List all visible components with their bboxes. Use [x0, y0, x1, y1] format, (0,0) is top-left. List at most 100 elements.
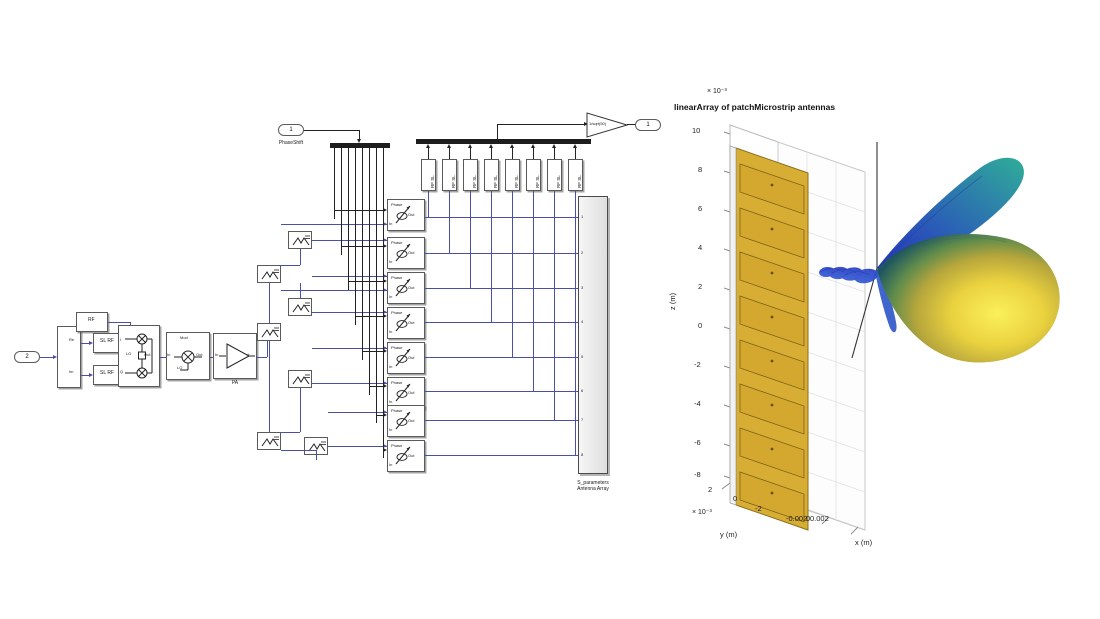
wire [81, 343, 89, 344]
y-tick-2: 2 [708, 485, 713, 494]
rf-sl-block-6[interactable] [526, 159, 541, 191]
wire [257, 357, 267, 358]
array-port-7: 7 [581, 417, 584, 422]
phase-title: Phase [391, 345, 403, 350]
phase-shifter-6[interactable] [387, 377, 425, 409]
z-tick-4: 4 [698, 243, 703, 252]
phase-shifter-2[interactable] [387, 237, 425, 269]
phase-shifter-8[interactable] [387, 440, 425, 472]
phase-title: Phase [391, 275, 403, 280]
phase-shift-icon [395, 278, 411, 297]
phase-out: Out [408, 285, 415, 290]
wire [497, 124, 498, 140]
phase-shift-icon [395, 446, 411, 465]
rf-sl-block-7[interactable] [547, 159, 562, 191]
wire-arrow [383, 310, 387, 314]
splitter-icon [261, 269, 279, 280]
side-lobe [877, 157, 1024, 269]
x-tick-0002: 0.002 [810, 514, 829, 523]
wire [425, 288, 578, 289]
phase-shifter-1[interactable] [387, 199, 425, 231]
wire [281, 265, 300, 266]
complex-to-real-imag-block[interactable] [57, 326, 81, 388]
x-tick-0: 0 [806, 514, 811, 523]
s-parameters-antenna-array-block[interactable] [578, 196, 608, 474]
pa-caption: PA [231, 380, 239, 386]
splitter-icon [308, 441, 326, 452]
wire-arrow [383, 448, 387, 452]
wire [160, 357, 169, 358]
rf-output-port[interactable]: 1 [635, 119, 661, 131]
wire [470, 148, 471, 159]
wire-arrow [383, 444, 387, 448]
wire-arrow [383, 349, 387, 353]
y-tick-m2: -2 [755, 504, 762, 513]
wire [108, 322, 130, 323]
phase-in: In [389, 399, 393, 404]
rf-sl-block-2[interactable] [442, 159, 457, 191]
rf-sl-block-8[interactable] [568, 159, 583, 191]
z-tick-m6: -6 [694, 438, 701, 447]
splitter-l2-a[interactable] [257, 265, 281, 283]
sl-rf-label: SL RF [100, 370, 114, 376]
wire [359, 130, 360, 139]
phase-shift-icon [395, 205, 411, 224]
wire-arrow [89, 373, 93, 377]
splitter-l2-b[interactable] [257, 432, 281, 450]
wire-arrow [573, 144, 577, 148]
wire-arrow [383, 314, 387, 318]
wire [300, 249, 301, 265]
wire-arrow [89, 341, 93, 345]
phase-in: In [389, 221, 393, 226]
wire-arrow [357, 139, 361, 143]
rf-sl-block-5[interactable] [505, 159, 520, 191]
gain-block[interactable] [586, 112, 628, 138]
phase-shifter-3[interactable] [387, 272, 425, 304]
main-lobe [877, 233, 1060, 363]
wire [425, 391, 578, 392]
rf-sl-block-1[interactable] [421, 159, 436, 191]
rf-sl-block-3[interactable] [463, 159, 478, 191]
wire [348, 281, 383, 282]
demux-line [355, 148, 356, 325]
phase-shifter-7[interactable] [387, 405, 425, 437]
phase-shift-icon [395, 313, 411, 332]
wire [425, 420, 578, 421]
x-axis-label: x (m) [855, 538, 873, 547]
array-port-4: 4 [581, 319, 584, 324]
phase-shifter-5[interactable] [387, 342, 425, 374]
antenna-array-caption: S_parameters Antenna Array [577, 480, 609, 492]
phase-shift-icon [395, 383, 411, 402]
mixer-title: Mod [180, 335, 188, 340]
wire-arrow [383, 381, 387, 385]
wire [575, 191, 576, 455]
phaseshift-input-port[interactable]: 1 [278, 124, 304, 136]
phase-title: Phase [391, 240, 403, 245]
phase-out: Out [408, 418, 415, 423]
baseband-input-port[interactable]: 2 [14, 351, 40, 363]
rf-sl-block-4[interactable] [484, 159, 499, 191]
rf-source-block[interactable] [76, 312, 108, 332]
phase-shifter-4[interactable] [387, 307, 425, 339]
z-tick-m4: -4 [694, 399, 701, 408]
wire [512, 191, 513, 357]
wire-arrow [447, 144, 451, 148]
rf-sl-label: RF SL [577, 175, 582, 188]
splitter-l3-b[interactable] [288, 298, 312, 316]
phase-out: Out [408, 320, 415, 325]
mixer-block[interactable] [166, 332, 210, 380]
splitter-l3-c[interactable] [288, 370, 312, 388]
wire-arrow [383, 279, 387, 283]
splitter-root[interactable] [257, 323, 281, 341]
wire [554, 191, 555, 420]
phase-out: Out [408, 250, 415, 255]
demux-line [383, 148, 384, 458]
demux-bar[interactable] [330, 143, 390, 148]
mux-bar[interactable] [416, 139, 591, 144]
rf-source-label: RF [88, 317, 95, 323]
phase-title: Phase [391, 310, 403, 315]
splitter-l3-a[interactable] [288, 231, 312, 249]
gain-label: 1/sqrt(50) [589, 121, 607, 126]
phase-in: In [389, 462, 393, 467]
